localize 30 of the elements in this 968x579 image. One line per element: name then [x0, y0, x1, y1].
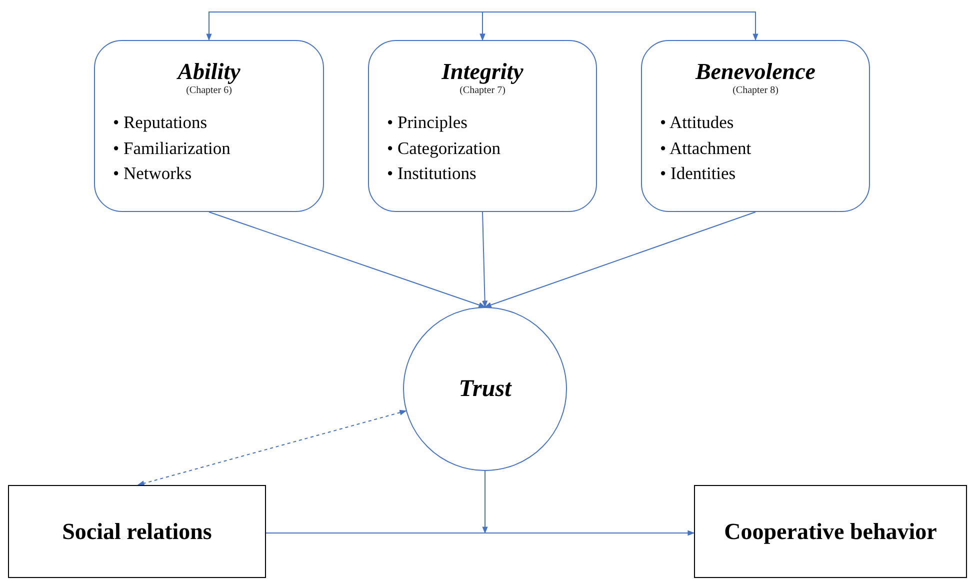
arrow	[482, 470, 488, 534]
list-item: • Attitudes	[660, 111, 735, 134]
list-item: • Principles	[387, 111, 468, 134]
node-label: Cooperative behavior	[724, 518, 937, 544]
box-heading: Benevolence	[694, 59, 817, 85]
rounded-box	[368, 40, 597, 212]
list-item: • Reputations	[113, 111, 208, 134]
rounded-box	[94, 40, 324, 212]
rect-box	[694, 485, 967, 578]
chapter-note: (Chapter 8)	[732, 85, 780, 96]
list-item: • Networks	[113, 162, 193, 185]
box-heading: Ability	[176, 59, 242, 85]
list-item: • Familiarization	[113, 136, 232, 160]
list-item: • Attachment	[660, 136, 752, 160]
arrow	[266, 530, 695, 536]
node-label: Social relations	[62, 518, 212, 544]
chapter-note: (Chapter 6)	[185, 85, 233, 96]
arrow	[208, 212, 486, 308]
box-heading: Integrity	[440, 59, 524, 85]
arrow	[482, 212, 488, 308]
list-item: • Identities	[660, 162, 737, 185]
node-label: Trust	[458, 376, 512, 402]
list-item: • Institutions	[387, 162, 478, 185]
dashed-arrow	[137, 410, 407, 486]
arrow	[484, 212, 756, 308]
arrow	[480, 12, 758, 41]
list-item: • Categorization	[387, 136, 502, 160]
chapter-note: (Chapter 7)	[458, 85, 506, 96]
rect-box	[8, 485, 266, 578]
rounded-box	[641, 40, 870, 212]
